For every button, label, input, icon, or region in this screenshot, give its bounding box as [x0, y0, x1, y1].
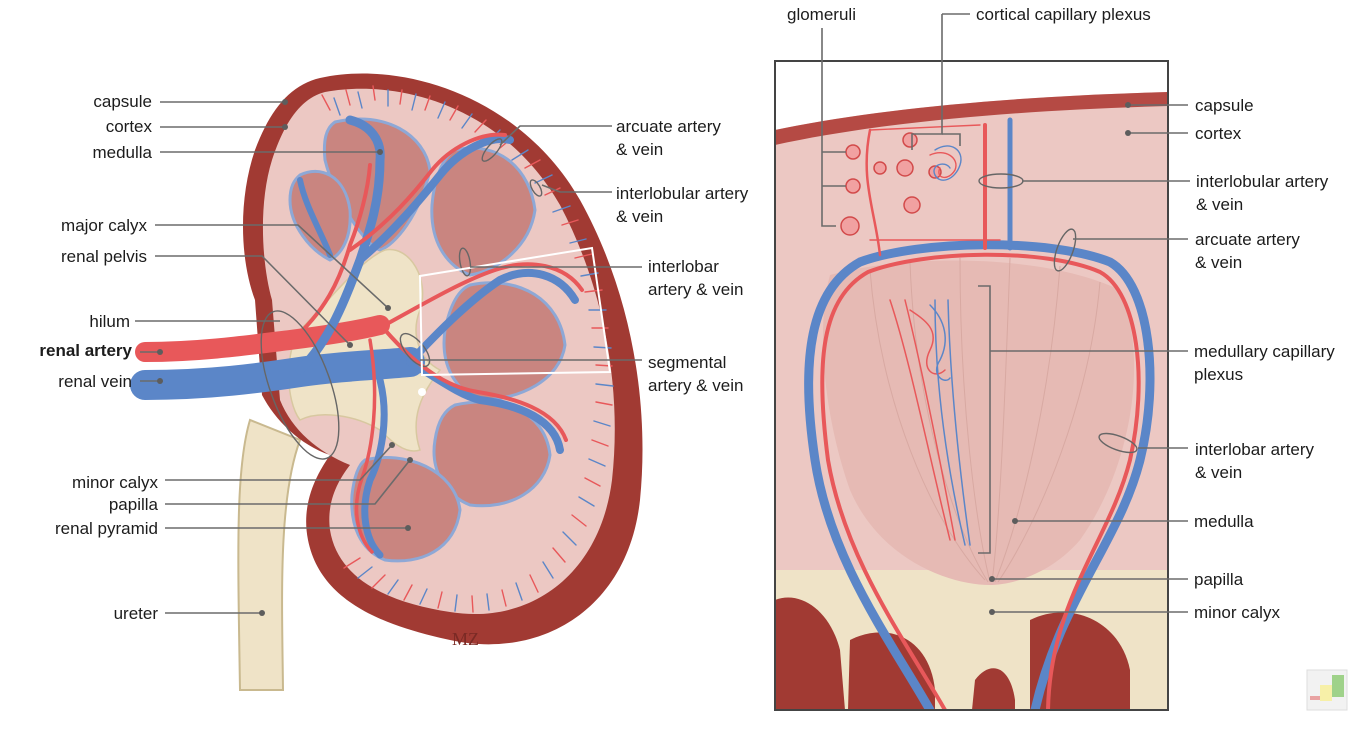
kidney-labels: capsule cortex medulla major calyx renal… — [39, 92, 748, 623]
kidney-pyramid — [350, 455, 462, 563]
label-detail-cortex: cortex — [1195, 124, 1242, 143]
cortical-vessels — [321, 85, 614, 613]
label-detail-papilla: papilla — [1194, 570, 1244, 589]
ureter — [237, 418, 302, 691]
label-arcuate-line1: arcuate artery — [616, 117, 721, 136]
label-detail-arcuate-line1: arcuate artery — [1195, 230, 1300, 249]
label-medullary-plexus-line2: plexus — [1194, 365, 1243, 384]
label-glomeruli: glomeruli — [787, 5, 856, 24]
label-detail-interlobular-line1: interlobular artery — [1196, 172, 1329, 191]
artist-mark: MZ — [452, 629, 479, 649]
label-detail-arcuate-line2: & vein — [1195, 253, 1242, 272]
label-detail-interlobar-line2: & vein — [1195, 463, 1242, 482]
ring-arcuate — [481, 138, 503, 162]
detail-adjacent-pyramid — [972, 668, 1015, 710]
inset-corner-dot — [418, 388, 426, 396]
medulla-striations — [869, 257, 1101, 583]
label-papilla: papilla — [109, 495, 159, 514]
renal-artery-vessel — [135, 315, 390, 362]
detail-leaders — [821, 13, 1190, 615]
detail-medullary-plexus — [889, 299, 971, 546]
ring-hilum — [260, 310, 340, 460]
label-interlobar-line1: interlobar — [648, 257, 719, 276]
label-renal-vein: renal vein — [58, 372, 132, 391]
detail-adjacent-pyramid — [775, 597, 845, 710]
detail-vein-loop — [804, 240, 1155, 710]
label-capsule: capsule — [93, 92, 152, 111]
label-arcuate-line2: & vein — [616, 140, 663, 159]
detail-labels: glomeruli cortical capillary plexus caps… — [787, 5, 1335, 622]
label-ureter: ureter — [114, 604, 159, 623]
label-minor-calyx: minor calyx — [72, 473, 158, 492]
detail-medulla-pyramid — [822, 260, 1135, 585]
label-hilum: hilum — [89, 312, 130, 331]
label-interlobar-line2: artery & vein — [648, 280, 743, 299]
kidney-leaders — [135, 99, 642, 616]
detail-ring-interlobar — [1098, 432, 1138, 454]
intrarenal-branches — [288, 115, 584, 559]
detail-adjacent-pyramid — [848, 632, 935, 710]
label-segmental-line1: segmental — [648, 353, 726, 372]
label-cortex: cortex — [106, 117, 153, 136]
renal-pelvis — [288, 248, 442, 452]
label-interlobular-line1: interlobular artery — [616, 184, 749, 203]
label-renal-artery: renal artery — [39, 341, 132, 360]
label-medulla: medulla — [92, 143, 152, 162]
detail-ring-arcuate — [1053, 228, 1077, 272]
ring-interlobar — [458, 247, 472, 277]
label-renal-pelvis: renal pelvis — [61, 247, 147, 266]
kidney-pyramid — [430, 146, 537, 277]
detail-bracket — [978, 285, 991, 554]
label-segmental-line2: artery & vein — [648, 376, 743, 395]
label-detail-interlobular-line2: & vein — [1196, 195, 1243, 214]
detail-artery-loop — [820, 252, 1141, 710]
detail-capsule-band — [775, 92, 1168, 145]
label-renal-pyramid: renal pyramid — [55, 519, 158, 538]
label-detail-medulla: medulla — [1194, 512, 1254, 531]
label-cortical-capillary-plexus: cortical capillary plexus — [976, 5, 1151, 24]
corner-thumbnail-icon[interactable] — [1306, 669, 1348, 711]
detail-inset-box — [418, 246, 612, 377]
label-interlobular-line2: & vein — [616, 207, 663, 226]
detail-frame — [774, 60, 1169, 711]
ring-interlobular — [529, 179, 543, 197]
detail-capsule — [775, 61, 1168, 130]
kidney-illustration: MZ — [130, 73, 643, 691]
label-detail-interlobar-line1: interlobar artery — [1195, 440, 1315, 459]
label-medullary-plexus-line1: medullary capillary — [1194, 342, 1335, 361]
label-detail-minor-calyx: minor calyx — [1194, 603, 1280, 622]
label-detail-capsule: capsule — [1195, 96, 1254, 115]
detail-cortical-plexus — [869, 124, 1001, 241]
detail-panel — [774, 60, 1169, 711]
label-major-calyx: major calyx — [61, 216, 147, 235]
